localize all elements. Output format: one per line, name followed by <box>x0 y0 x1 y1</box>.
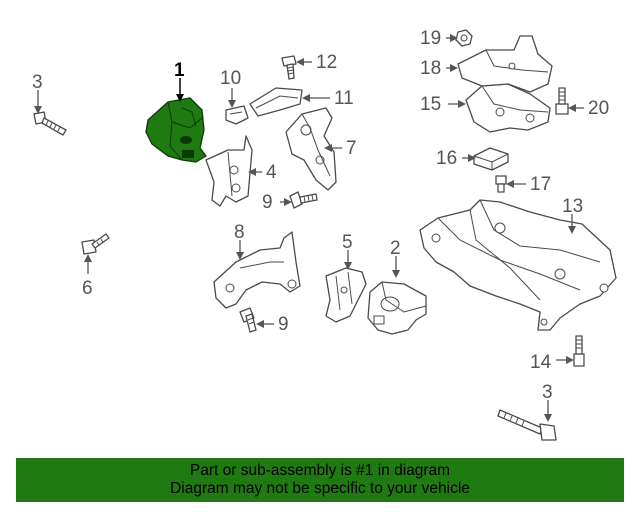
part-20-bolt[interactable] <box>555 87 569 115</box>
part-4-bracket[interactable] <box>205 135 253 207</box>
notice-line-1: Part or sub-assembly is #1 in diagram <box>189 462 451 479</box>
part-3-bolt-lower[interactable] <box>497 409 557 441</box>
leader-lines <box>34 34 584 422</box>
part-8-bracket[interactable] <box>213 231 301 309</box>
parts-diagram: 1 10 11 12 7 4 9 3 6 8 9 5 2 13 14 3 15 … <box>32 28 617 441</box>
callout-6: 6 <box>82 278 93 299</box>
part-18-plate[interactable] <box>457 35 553 93</box>
callout-17: 17 <box>530 174 551 195</box>
callout-9-upper: 9 <box>262 192 273 213</box>
callout-19: 19 <box>420 28 441 49</box>
callout-18: 18 <box>420 58 441 79</box>
callout-labels: 1 10 11 12 7 4 9 3 6 8 9 5 2 13 14 3 15 … <box>32 28 609 403</box>
notice-line-2: Diagram may not be specific to your vehi… <box>170 480 470 497</box>
callout-10: 10 <box>220 68 241 89</box>
callout-1: 1 <box>174 60 185 81</box>
callout-9-lower: 9 <box>278 314 289 335</box>
callout-3-upper: 3 <box>32 72 43 93</box>
part-3-bolt-upper[interactable] <box>33 111 67 136</box>
callout-20: 20 <box>588 98 609 119</box>
part-11-shield[interactable] <box>249 87 303 117</box>
part-1-engine-mount[interactable] <box>145 97 207 163</box>
callout-4: 4 <box>266 162 277 183</box>
part-5-bracket[interactable] <box>325 267 367 323</box>
part-17-bolt[interactable] <box>495 175 507 193</box>
callout-3-lower: 3 <box>542 382 553 403</box>
part-10-clip[interactable] <box>225 105 249 125</box>
part-9-bolt-lower[interactable] <box>239 307 257 333</box>
part-13-subframe[interactable] <box>419 199 617 331</box>
part-7-bracket[interactable] <box>285 107 337 191</box>
notice-banner: Part or sub-assembly is #1 in diagram Di… <box>16 458 624 502</box>
callout-14: 14 <box>530 352 552 373</box>
callout-12: 12 <box>316 52 337 73</box>
callout-5: 5 <box>342 232 353 253</box>
part-2-mount[interactable] <box>367 281 427 335</box>
part-16-pad[interactable] <box>473 147 509 171</box>
part-14-bolt[interactable] <box>573 335 585 367</box>
callout-11: 11 <box>334 88 354 109</box>
callout-13: 13 <box>562 196 583 217</box>
part-6-bolt[interactable] <box>81 233 110 255</box>
callout-7: 7 <box>346 138 357 159</box>
part-12-bolt[interactable] <box>281 55 297 80</box>
callout-2: 2 <box>390 238 401 259</box>
part-9-bolt-upper[interactable] <box>289 191 318 209</box>
callout-16: 16 <box>436 148 457 169</box>
part-15-crossmember[interactable] <box>465 83 551 133</box>
part-19-nut[interactable] <box>455 29 473 47</box>
callout-15: 15 <box>420 94 441 115</box>
callout-8: 8 <box>234 222 245 243</box>
